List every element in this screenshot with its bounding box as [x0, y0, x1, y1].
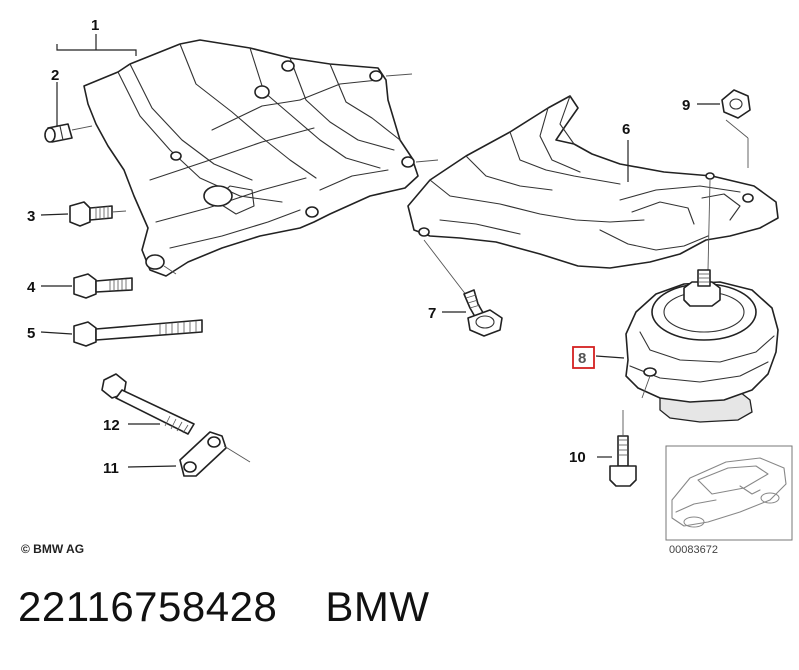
copyright-text: © BMW AG	[21, 542, 84, 556]
part-title: 22116758428 BMW	[18, 583, 429, 631]
hex-bolt-medium[interactable]	[73, 273, 133, 299]
callout-4: 4	[27, 279, 36, 296]
leader-lines	[40, 34, 720, 468]
hex-bolt-short[interactable]	[69, 201, 127, 227]
callout-12: 12	[103, 417, 120, 434]
engine-support-bracket[interactable]	[83, 39, 439, 277]
callout-3: 3	[27, 208, 35, 225]
callout-2: 2	[51, 67, 59, 84]
callout-7: 7	[428, 305, 436, 322]
part-number: 22116758428	[18, 583, 278, 630]
hex-nut[interactable]	[721, 89, 751, 119]
callout-5: 5	[27, 325, 35, 342]
dowel-sleeve[interactable]	[44, 123, 93, 143]
engine-mount-arm[interactable]	[407, 95, 779, 301]
callout-8-highlight-box	[572, 346, 595, 369]
brand-name: BMW	[325, 583, 430, 630]
engine-mount-rubber[interactable]	[625, 269, 779, 423]
callout-8[interactable]: 8	[578, 350, 586, 367]
angled-bolt[interactable]	[101, 373, 195, 435]
callout-11: 11	[103, 460, 119, 477]
callout-9: 9	[682, 97, 690, 114]
image-number: 00083672	[669, 544, 718, 556]
callout-6: 6	[622, 121, 630, 138]
link-plate[interactable]	[179, 431, 251, 477]
callout-labels: 1 2 3 4 5 6 7 8 9 10 11 12	[27, 17, 690, 477]
flange-bolt[interactable]	[463, 289, 503, 337]
vehicle-thumbnail	[665, 445, 793, 541]
hex-bolt-long[interactable]	[73, 319, 203, 347]
callout-10: 10	[569, 449, 586, 466]
mount-bolt[interactable]	[609, 410, 637, 487]
callout-1: 1	[91, 17, 99, 34]
